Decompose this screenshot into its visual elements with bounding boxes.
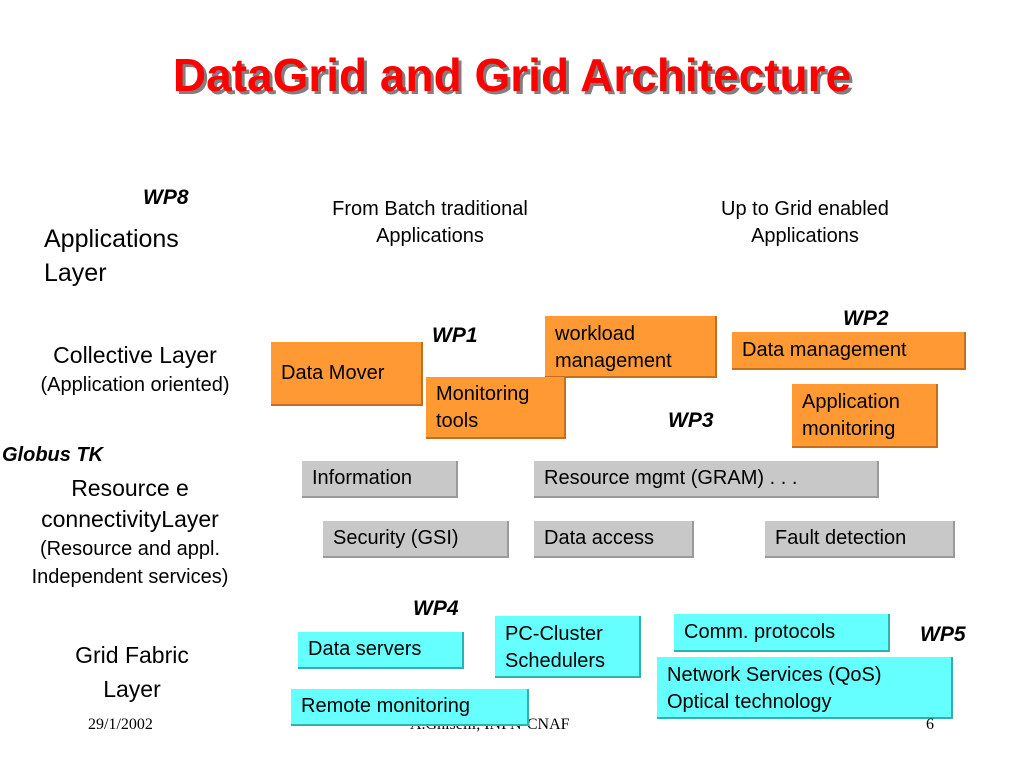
resource-layer-title: Resource e connectivityLayer [41, 475, 219, 532]
collective-layer-subtitle: (Application oriented) [40, 374, 230, 396]
wp1-label: WP1 [432, 324, 478, 347]
collective-layer-label: Collective Layer (Application oriented) [0, 340, 270, 399]
network-services-box: Network Services (QoS) Optical technolog… [657, 657, 953, 719]
data-servers-box: Data servers [298, 632, 464, 669]
wp8-label: WP8 [143, 186, 189, 209]
footer-date: 29/1/2002 [88, 716, 153, 733]
column-header-grid: Up to Grid enabled Applications [721, 198, 889, 247]
applications-layer-label: Applications Layer [44, 225, 179, 287]
data-management-box: Data management [732, 332, 966, 370]
collective-layer-title: Collective Layer [53, 342, 217, 368]
security-gsi-box: Security (GSI) [323, 521, 509, 558]
data-mover-box: Data Mover [271, 342, 423, 406]
remote-monitoring-box: Remote monitoring [291, 689, 529, 726]
fabric-layer-label: Grid Fabric Layer [75, 642, 189, 702]
resource-layer-label: Resource e connectivityLayer (Resource a… [0, 473, 260, 591]
fault-detection-box: Fault detection [765, 521, 955, 558]
monitoring-tools-box: Monitoring tools [426, 377, 566, 439]
wp4-label: WP4 [413, 597, 459, 620]
resource-mgmt-box: Resource mgmt (GRAM) . . . [534, 461, 879, 498]
pc-cluster-schedulers-box: PC-Cluster Schedulers [495, 616, 641, 678]
information-box: Information [302, 461, 458, 498]
wp2-label: WP2 [843, 307, 889, 330]
workload-management-box: workload management [545, 316, 717, 378]
resource-layer-subtitle: (Resource and appl. Independent services… [31, 538, 229, 588]
wp3-label: WP3 [668, 409, 714, 432]
comm-protocols-box: Comm. protocols [674, 614, 890, 652]
wp5-label: WP5 [920, 623, 966, 646]
footer-page-number: 6 [926, 716, 934, 733]
column-header-batch: From Batch traditional Applications [332, 198, 528, 247]
globus-tk-label: Globus TK [2, 444, 104, 466]
application-monitoring-box: Application monitoring [792, 384, 938, 448]
slide-title: DataGrid and Grid Architecture [172, 49, 852, 101]
data-access-box: Data access [534, 521, 694, 558]
